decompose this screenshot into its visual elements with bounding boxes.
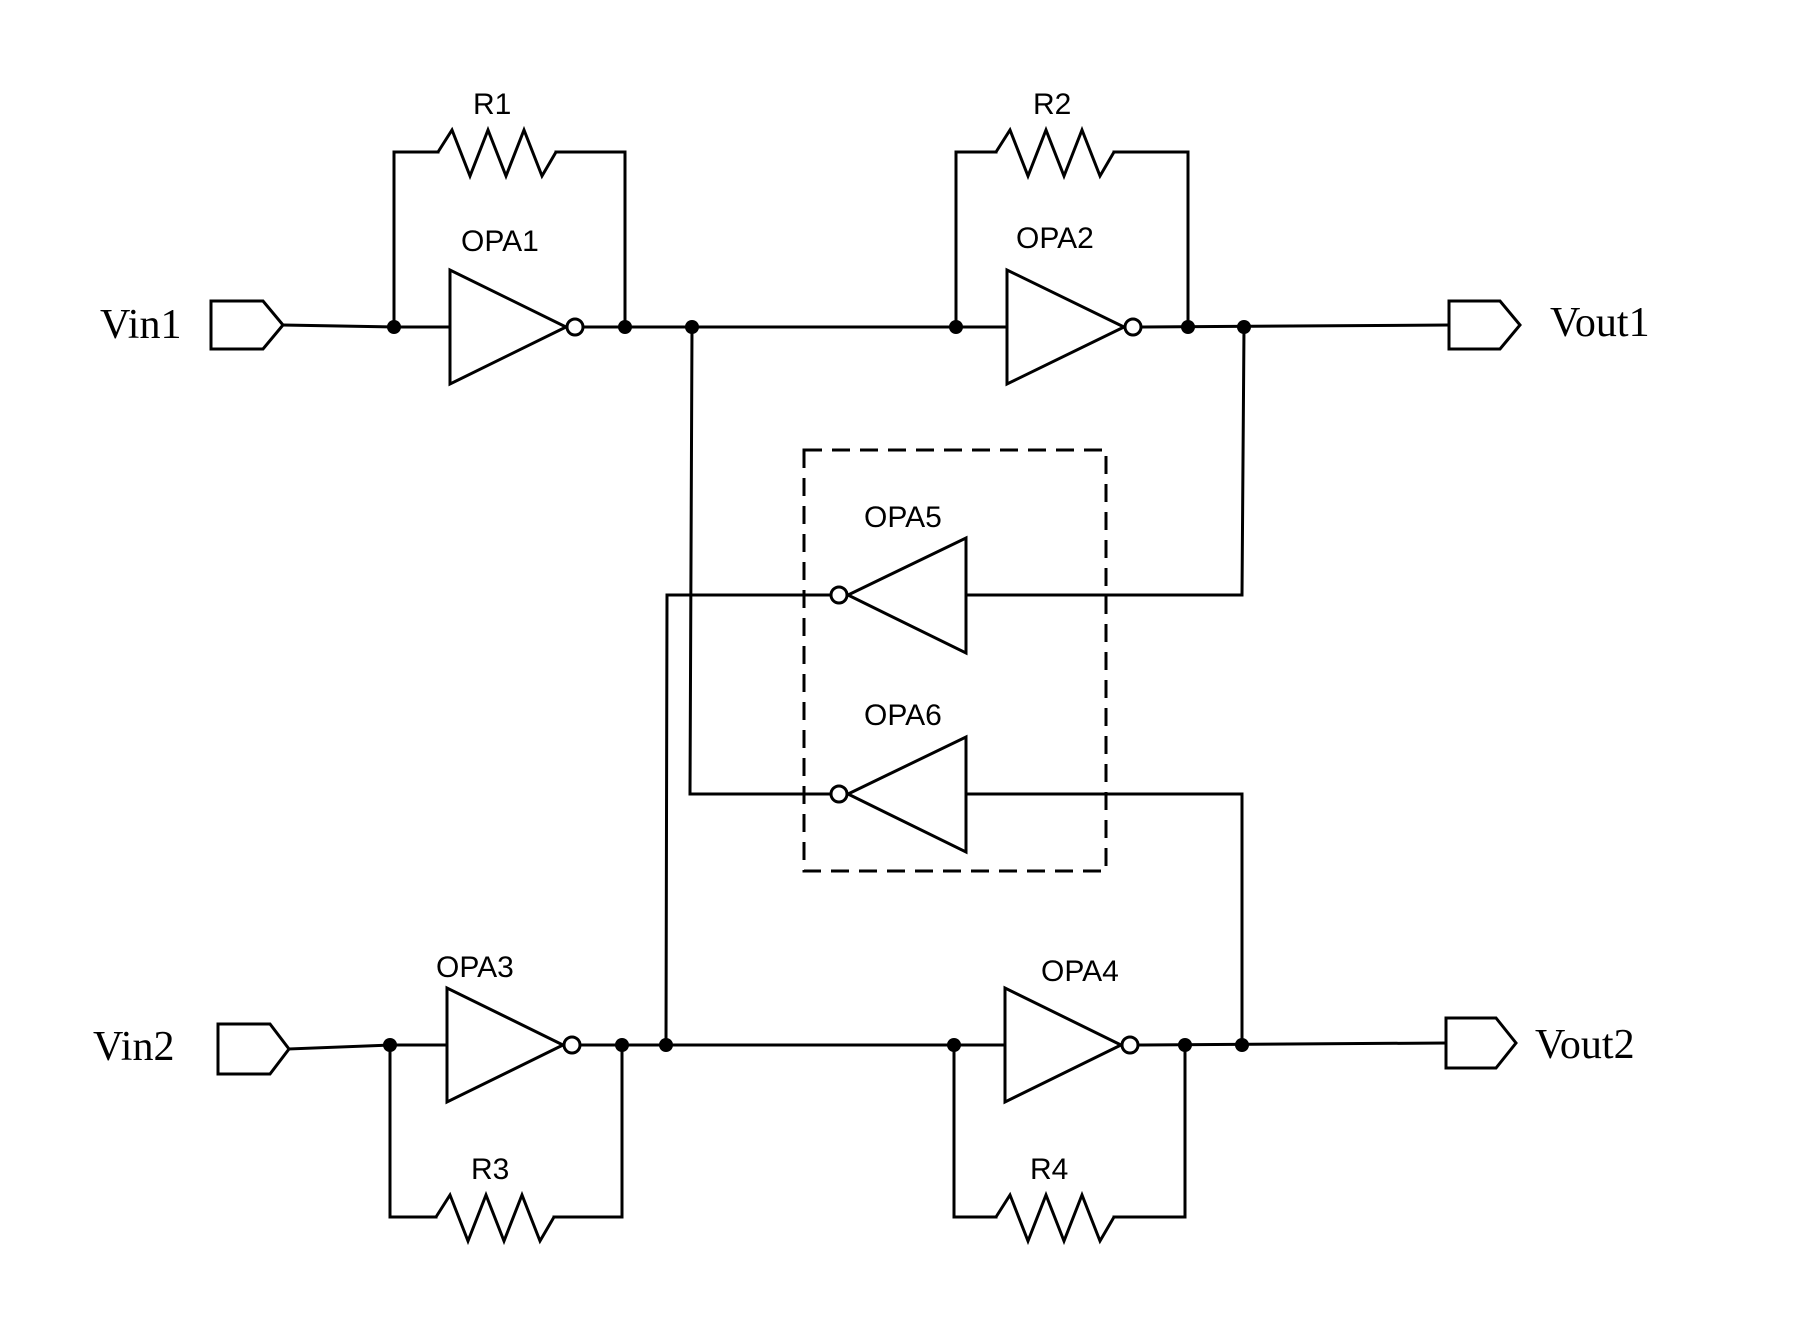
opa1-inversion-bubble	[567, 319, 583, 335]
vin1-label: Vin1	[100, 302, 181, 348]
vin2-label: Vin2	[93, 1024, 174, 1070]
opa1-amplifier	[450, 270, 566, 384]
r3-left-wire	[390, 1045, 436, 1217]
r1-resistor	[438, 130, 556, 176]
opa1-label: OPA1	[461, 225, 539, 258]
opa6-amplifier	[848, 737, 966, 852]
junction-dot	[1181, 320, 1195, 334]
junction-dot	[387, 320, 401, 334]
r2-resistor	[996, 130, 1114, 176]
junction-dot	[949, 320, 963, 334]
r2-left-wire	[956, 152, 996, 327]
opa2-amplifier	[1007, 270, 1124, 384]
junction-dot	[1178, 1038, 1192, 1052]
vout1-label: Vout1	[1550, 300, 1650, 346]
junction-dot	[383, 1038, 397, 1052]
r1-label: R1	[473, 88, 511, 121]
r2-label: R2	[1033, 88, 1071, 121]
opa2-label: OPA2	[1016, 222, 1094, 255]
r4-resistor	[996, 1195, 1114, 1241]
r2-right-wire	[1114, 152, 1188, 327]
r1-left-wire	[394, 152, 438, 327]
opa5-amplifier	[848, 538, 966, 653]
r3-label: R3	[471, 1153, 509, 1186]
r3-resistor	[436, 1195, 554, 1241]
opa3-inversion-bubble	[564, 1037, 580, 1053]
opa4-label: OPA4	[1041, 955, 1119, 988]
vin1-port	[211, 301, 283, 349]
opa2-inversion-bubble	[1125, 319, 1141, 335]
r4-label: R4	[1030, 1153, 1068, 1186]
vout1-port	[1449, 301, 1520, 349]
opa6-label: OPA6	[864, 699, 942, 732]
opa6-inversion-bubble	[831, 786, 847, 802]
junction-dot	[1237, 320, 1251, 334]
r1-right-wire	[556, 152, 625, 327]
vin2-port	[218, 1024, 289, 1074]
junction-dot	[1235, 1038, 1249, 1052]
opa5-label: OPA5	[864, 501, 942, 534]
junction-dot	[947, 1038, 961, 1052]
opa6-to-vout2-wire	[966, 794, 1242, 1044]
junction-dot	[615, 1038, 629, 1052]
opa4-inversion-bubble	[1122, 1037, 1138, 1053]
r4-right-wire	[1114, 1045, 1185, 1217]
opa5-inversion-bubble	[831, 587, 847, 603]
vin2-wire	[289, 1045, 390, 1049]
r4-left-wire	[954, 1045, 996, 1217]
vout2-label: Vout2	[1535, 1022, 1635, 1068]
opa4-amplifier	[1005, 988, 1121, 1102]
node1-to-opa6-wire	[690, 327, 830, 794]
vout2-port	[1446, 1018, 1516, 1068]
junction-dot	[618, 320, 632, 334]
vin1-wire	[283, 325, 394, 327]
junction-dot	[659, 1038, 673, 1052]
r3-right-wire	[554, 1045, 622, 1217]
buffer-group-box	[804, 450, 1106, 871]
junction-dot	[685, 320, 699, 334]
opa3-label: OPA3	[436, 951, 514, 984]
opa3-amplifier	[447, 988, 563, 1102]
